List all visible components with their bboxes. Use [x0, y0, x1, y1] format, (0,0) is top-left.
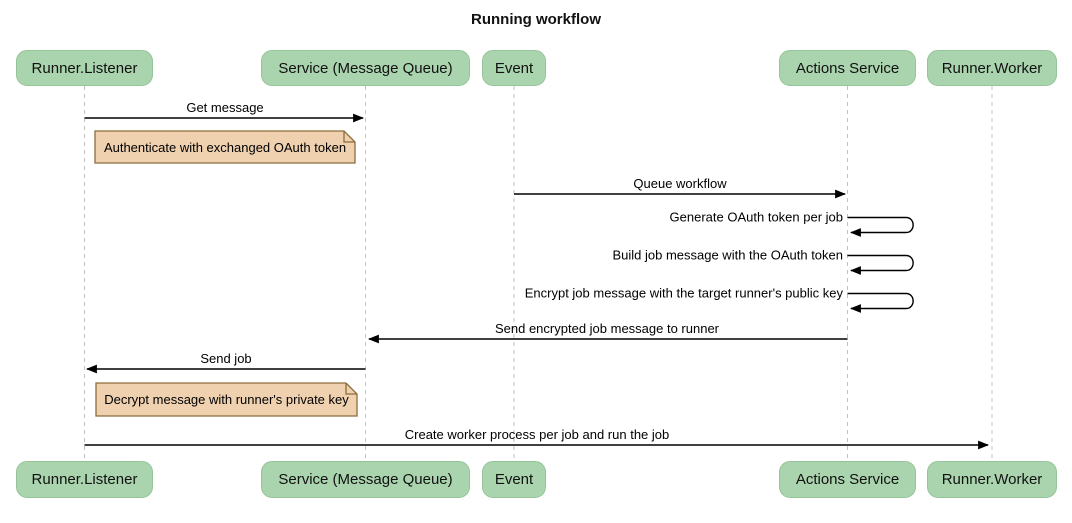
- message-label-build-job-message: Build job message with the OAuth token: [612, 247, 843, 263]
- note-decrypt-fold-icon: [345, 383, 357, 395]
- actor-event-top: Event: [482, 50, 546, 86]
- note-authenticate-shape: [94, 130, 356, 164]
- actor-actions-service-bottom: Actions Service: [779, 461, 916, 498]
- note-authenticate-text: Authenticate with exchanged OAuth token: [103, 139, 347, 155]
- actor-runner-listener-top: Runner.Listener: [16, 50, 153, 86]
- message-label-send-job: Send job: [200, 351, 252, 366]
- message-label-generate-oauth-token: Generate OAuth token per job: [669, 209, 843, 225]
- message-label-encrypt-job-message: Encrypt job message with the target runn…: [524, 285, 843, 301]
- message-label-queue-workflow: Queue workflow: [633, 176, 727, 191]
- actor-event-bottom: Event: [482, 461, 546, 498]
- actor-actions-service-top: Actions Service: [779, 50, 916, 86]
- self-loop-build-job-message: [847, 254, 914, 275]
- self-loop-generate-oauth-token: [847, 216, 914, 237]
- message-label-get-message: Get message: [186, 100, 264, 115]
- self-loop-encrypt-job-message: [847, 292, 914, 313]
- note-authenticate-fold-icon: [343, 131, 355, 143]
- diagram-title: Running workflow: [471, 11, 601, 28]
- actor-service-message-queue-bottom: Service (Message Queue): [261, 461, 470, 498]
- actor-service-message-queue-top: Service (Message Queue): [261, 50, 470, 86]
- message-label-send-encrypted-job-message: Send encrypted job message to runner: [494, 321, 720, 336]
- actor-runner-listener-bottom: Runner.Listener: [16, 461, 153, 498]
- note-decrypt-text: Decrypt message with runner's private ke…: [104, 392, 349, 407]
- actor-runner-worker-bottom: Runner.Worker: [927, 461, 1057, 498]
- note-decrypt-shape: [95, 382, 358, 417]
- message-label-create-worker-process: Create worker process per job and run th…: [404, 427, 670, 442]
- actor-runner-worker-top: Runner.Worker: [927, 50, 1057, 86]
